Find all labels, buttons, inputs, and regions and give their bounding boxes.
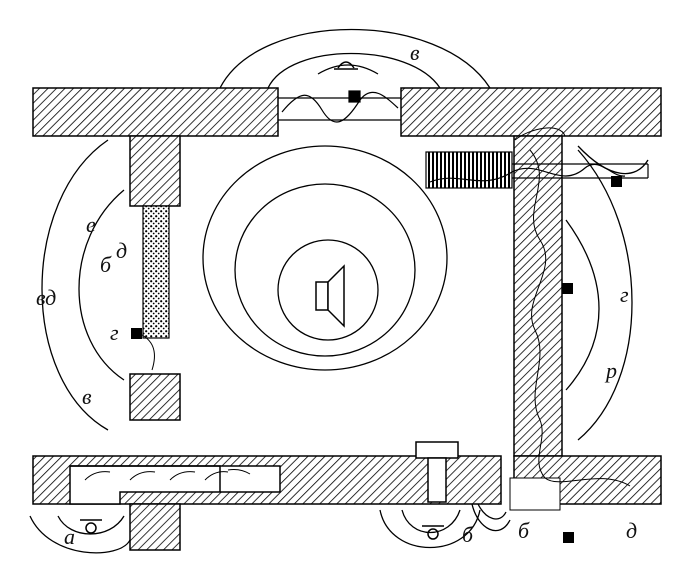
vent-block: [425, 151, 513, 189]
sensor-icon: [611, 176, 622, 187]
label-top-v: в: [410, 40, 420, 65]
wall-left-lower-block: [129, 373, 181, 421]
label-right-p: p: [604, 358, 617, 383]
pipe-penetration: [415, 441, 459, 503]
sound-arcs-bottom: [29, 503, 511, 554]
sound-field-center: [202, 145, 448, 371]
wall-top-left-stem: [129, 135, 181, 207]
door-panel-left: [142, 205, 170, 339]
duct: [69, 465, 281, 505]
wall-top-left: [32, 87, 279, 137]
labels: в е д б вд г в г p а б б д: [36, 40, 637, 549]
sensor-cable: [141, 334, 155, 371]
door-gap: [509, 477, 561, 511]
structure-borne-wave: [529, 149, 631, 487]
label-left-b: б: [100, 252, 112, 277]
wall-top-right: [400, 87, 662, 137]
walls: [32, 87, 662, 551]
speaker-icon: [315, 264, 345, 328]
label-bottom-d: д: [626, 518, 637, 543]
microphone-icon: [334, 61, 358, 70]
label-left-e: е: [86, 212, 96, 237]
label-left-g: г: [110, 320, 119, 345]
sensor-icon: [563, 532, 574, 543]
sound-arcs-top: [219, 29, 491, 89]
label-left-v-bottom: в: [82, 384, 92, 409]
window-top: [278, 90, 401, 123]
wall-right-vertical: [513, 135, 563, 457]
label-left-vd: вд: [36, 285, 56, 310]
microphone-icon: [80, 519, 102, 534]
sensor-icon: [348, 90, 361, 103]
microphone-icon: [422, 525, 444, 540]
label-bottom-b1: б: [462, 522, 474, 547]
label-left-d: д: [116, 238, 127, 263]
sensor-icon: [131, 328, 142, 339]
wall-bottom-stem: [129, 503, 181, 551]
label-bottom-a: а: [64, 524, 75, 549]
sound-arcs-right: [565, 145, 649, 441]
label-bottom-b2: б: [518, 518, 530, 543]
label-right-g: г: [620, 282, 629, 307]
sound-arcs-left: [41, 139, 125, 431]
sensor-icon: [562, 283, 573, 294]
